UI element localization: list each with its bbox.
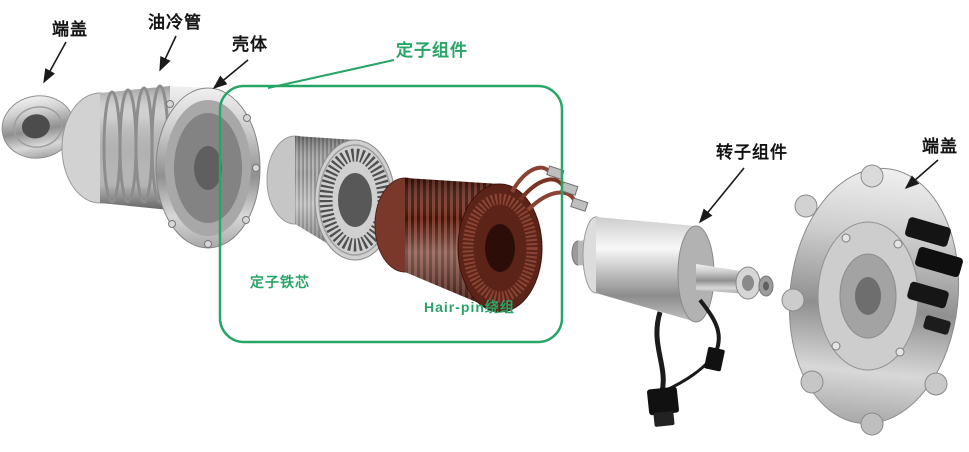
label-end-cover-left: 端盖 xyxy=(52,20,88,39)
end-cover-right-part xyxy=(781,164,963,436)
label-oil-cooling-tube: 油冷管 xyxy=(148,13,202,32)
stator-core-part xyxy=(266,135,396,261)
label-stator-core: 定子铁芯 xyxy=(250,274,310,290)
label-end-cover-right: 端盖 xyxy=(922,137,958,156)
label-housing: 壳体 xyxy=(232,35,268,54)
hairpin-winding-part xyxy=(374,165,589,313)
end-cover-connectors xyxy=(905,217,963,335)
label-hairpin-winding: Hair-pin绕组 xyxy=(424,299,515,315)
label-rotor-assembly: 转子组件 xyxy=(716,143,788,162)
winding-terminals xyxy=(546,165,589,212)
stator-assembly-outline xyxy=(218,59,564,344)
rotor-part xyxy=(571,216,774,427)
oil-cooling-tube-part xyxy=(102,84,170,204)
housing-part xyxy=(61,84,261,249)
sensor-cable xyxy=(647,298,725,427)
label-stator-assembly: 定子组件 xyxy=(396,41,468,60)
leader-lines xyxy=(43,35,939,224)
